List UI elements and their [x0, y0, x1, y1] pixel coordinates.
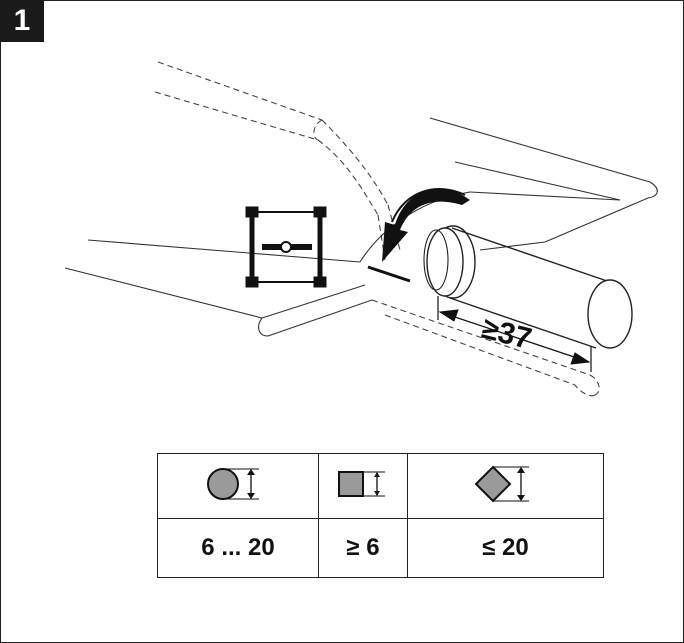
- diamond-profile-cell: [407, 453, 604, 519]
- step-number-badge: 1: [0, 0, 44, 42]
- clamp-surface-marker: [367, 265, 411, 283]
- clamp-symbol-icon: [245, 206, 327, 288]
- holder-outline-dashed: [154, 61, 600, 397]
- square-profile-icon: [338, 470, 385, 497]
- rod-collar-lines: [423, 229, 449, 291]
- round-size-range: 6 ... 20: [157, 518, 319, 578]
- square-size-range: ≥ 6: [318, 518, 408, 578]
- round-profile-icon: [207, 467, 259, 500]
- diamond-profile-icon: [474, 465, 529, 502]
- size-table: 6 ... 20 ≥ 6 ≤ 20: [157, 453, 604, 578]
- rotation-arrow-icon: [382, 188, 470, 262]
- rod-cylinder: [426, 225, 633, 349]
- workpiece-illustration: ≥37: [64, 61, 658, 397]
- holder-outline-solid: [64, 117, 658, 337]
- round-profile-cell: [157, 453, 319, 519]
- length-dimension: [437, 296, 592, 372]
- diamond-size-range: ≤ 20: [407, 518, 604, 578]
- square-profile-cell: [318, 453, 408, 519]
